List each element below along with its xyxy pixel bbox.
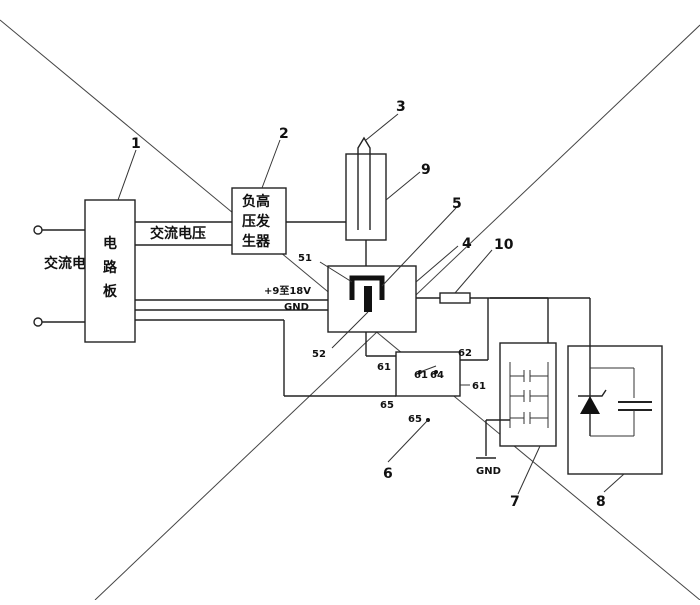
pin-52: 52 <box>312 349 326 360</box>
callout-10: 10 <box>494 237 514 253</box>
pin-52-leader <box>331 311 369 349</box>
neg-hv-gen-line3: 生器 <box>242 233 271 250</box>
capacitor-network <box>509 362 549 428</box>
callout-3-leader <box>365 113 399 141</box>
callout-1-leader <box>117 149 137 201</box>
callout-4-leader <box>415 245 459 283</box>
callout-6-leader <box>387 419 429 463</box>
pin-51-leader <box>319 261 353 283</box>
callout-5: 5 <box>452 196 462 212</box>
callout-7: 7 <box>510 494 520 510</box>
neg-hv-gen-line2: 压发 <box>242 213 271 230</box>
callout-8: 8 <box>596 494 606 510</box>
electrode-5 <box>349 275 385 300</box>
tube-housing-9 <box>345 153 387 241</box>
callout-2: 2 <box>279 126 289 142</box>
capacitor-bank-7 <box>499 342 557 447</box>
callout-8-leader <box>603 473 625 493</box>
circuit-board-char-1: 电 <box>103 235 117 252</box>
emitter-needle-3 <box>357 136 371 230</box>
callout-9-leader <box>385 171 421 201</box>
pin-64: 64 <box>430 370 444 381</box>
callout-4: 4 <box>462 236 472 252</box>
callout-6: 6 <box>383 466 393 482</box>
callout-2-leader <box>261 139 281 189</box>
gnd-bottom-label: GND <box>476 466 501 477</box>
callout-5-leader <box>381 207 457 287</box>
electrode-52 <box>364 286 372 312</box>
ac-input-terminals <box>33 225 85 327</box>
callout-3: 3 <box>396 99 406 115</box>
zener-bar <box>578 389 607 397</box>
supply-label: +9至18V <box>264 285 311 297</box>
pin-65: 65 <box>380 400 394 411</box>
pin-61-top: 61 <box>414 370 428 381</box>
pin-65-bottom: 65 <box>408 414 422 425</box>
neg-hv-generator-box <box>231 187 287 255</box>
ac-voltage-line-label: 交流电压 <box>150 225 206 242</box>
callout-10-leader <box>454 249 493 294</box>
callout-7-leader <box>517 445 541 495</box>
circuit-board-char-2: 路 <box>103 259 118 276</box>
pin-61: 61 <box>377 362 391 373</box>
pin-61-right: 61 <box>472 381 486 392</box>
switch-contact-b <box>434 370 438 374</box>
switch-arm <box>419 365 437 373</box>
pin-62: 62 <box>458 348 472 359</box>
zener-diode <box>580 396 600 414</box>
circuit-board-box <box>84 199 136 343</box>
pin-51: 51 <box>298 253 312 264</box>
gnd-line-label: GND <box>284 302 309 313</box>
resistor-10 <box>439 292 471 304</box>
neg-hv-gen-line1: 负高 <box>242 193 270 210</box>
callout-1: 1 <box>131 136 141 152</box>
callout-9: 9 <box>421 162 431 178</box>
circuit-board-char-3: 板 <box>103 283 118 300</box>
relay-box <box>395 351 461 397</box>
